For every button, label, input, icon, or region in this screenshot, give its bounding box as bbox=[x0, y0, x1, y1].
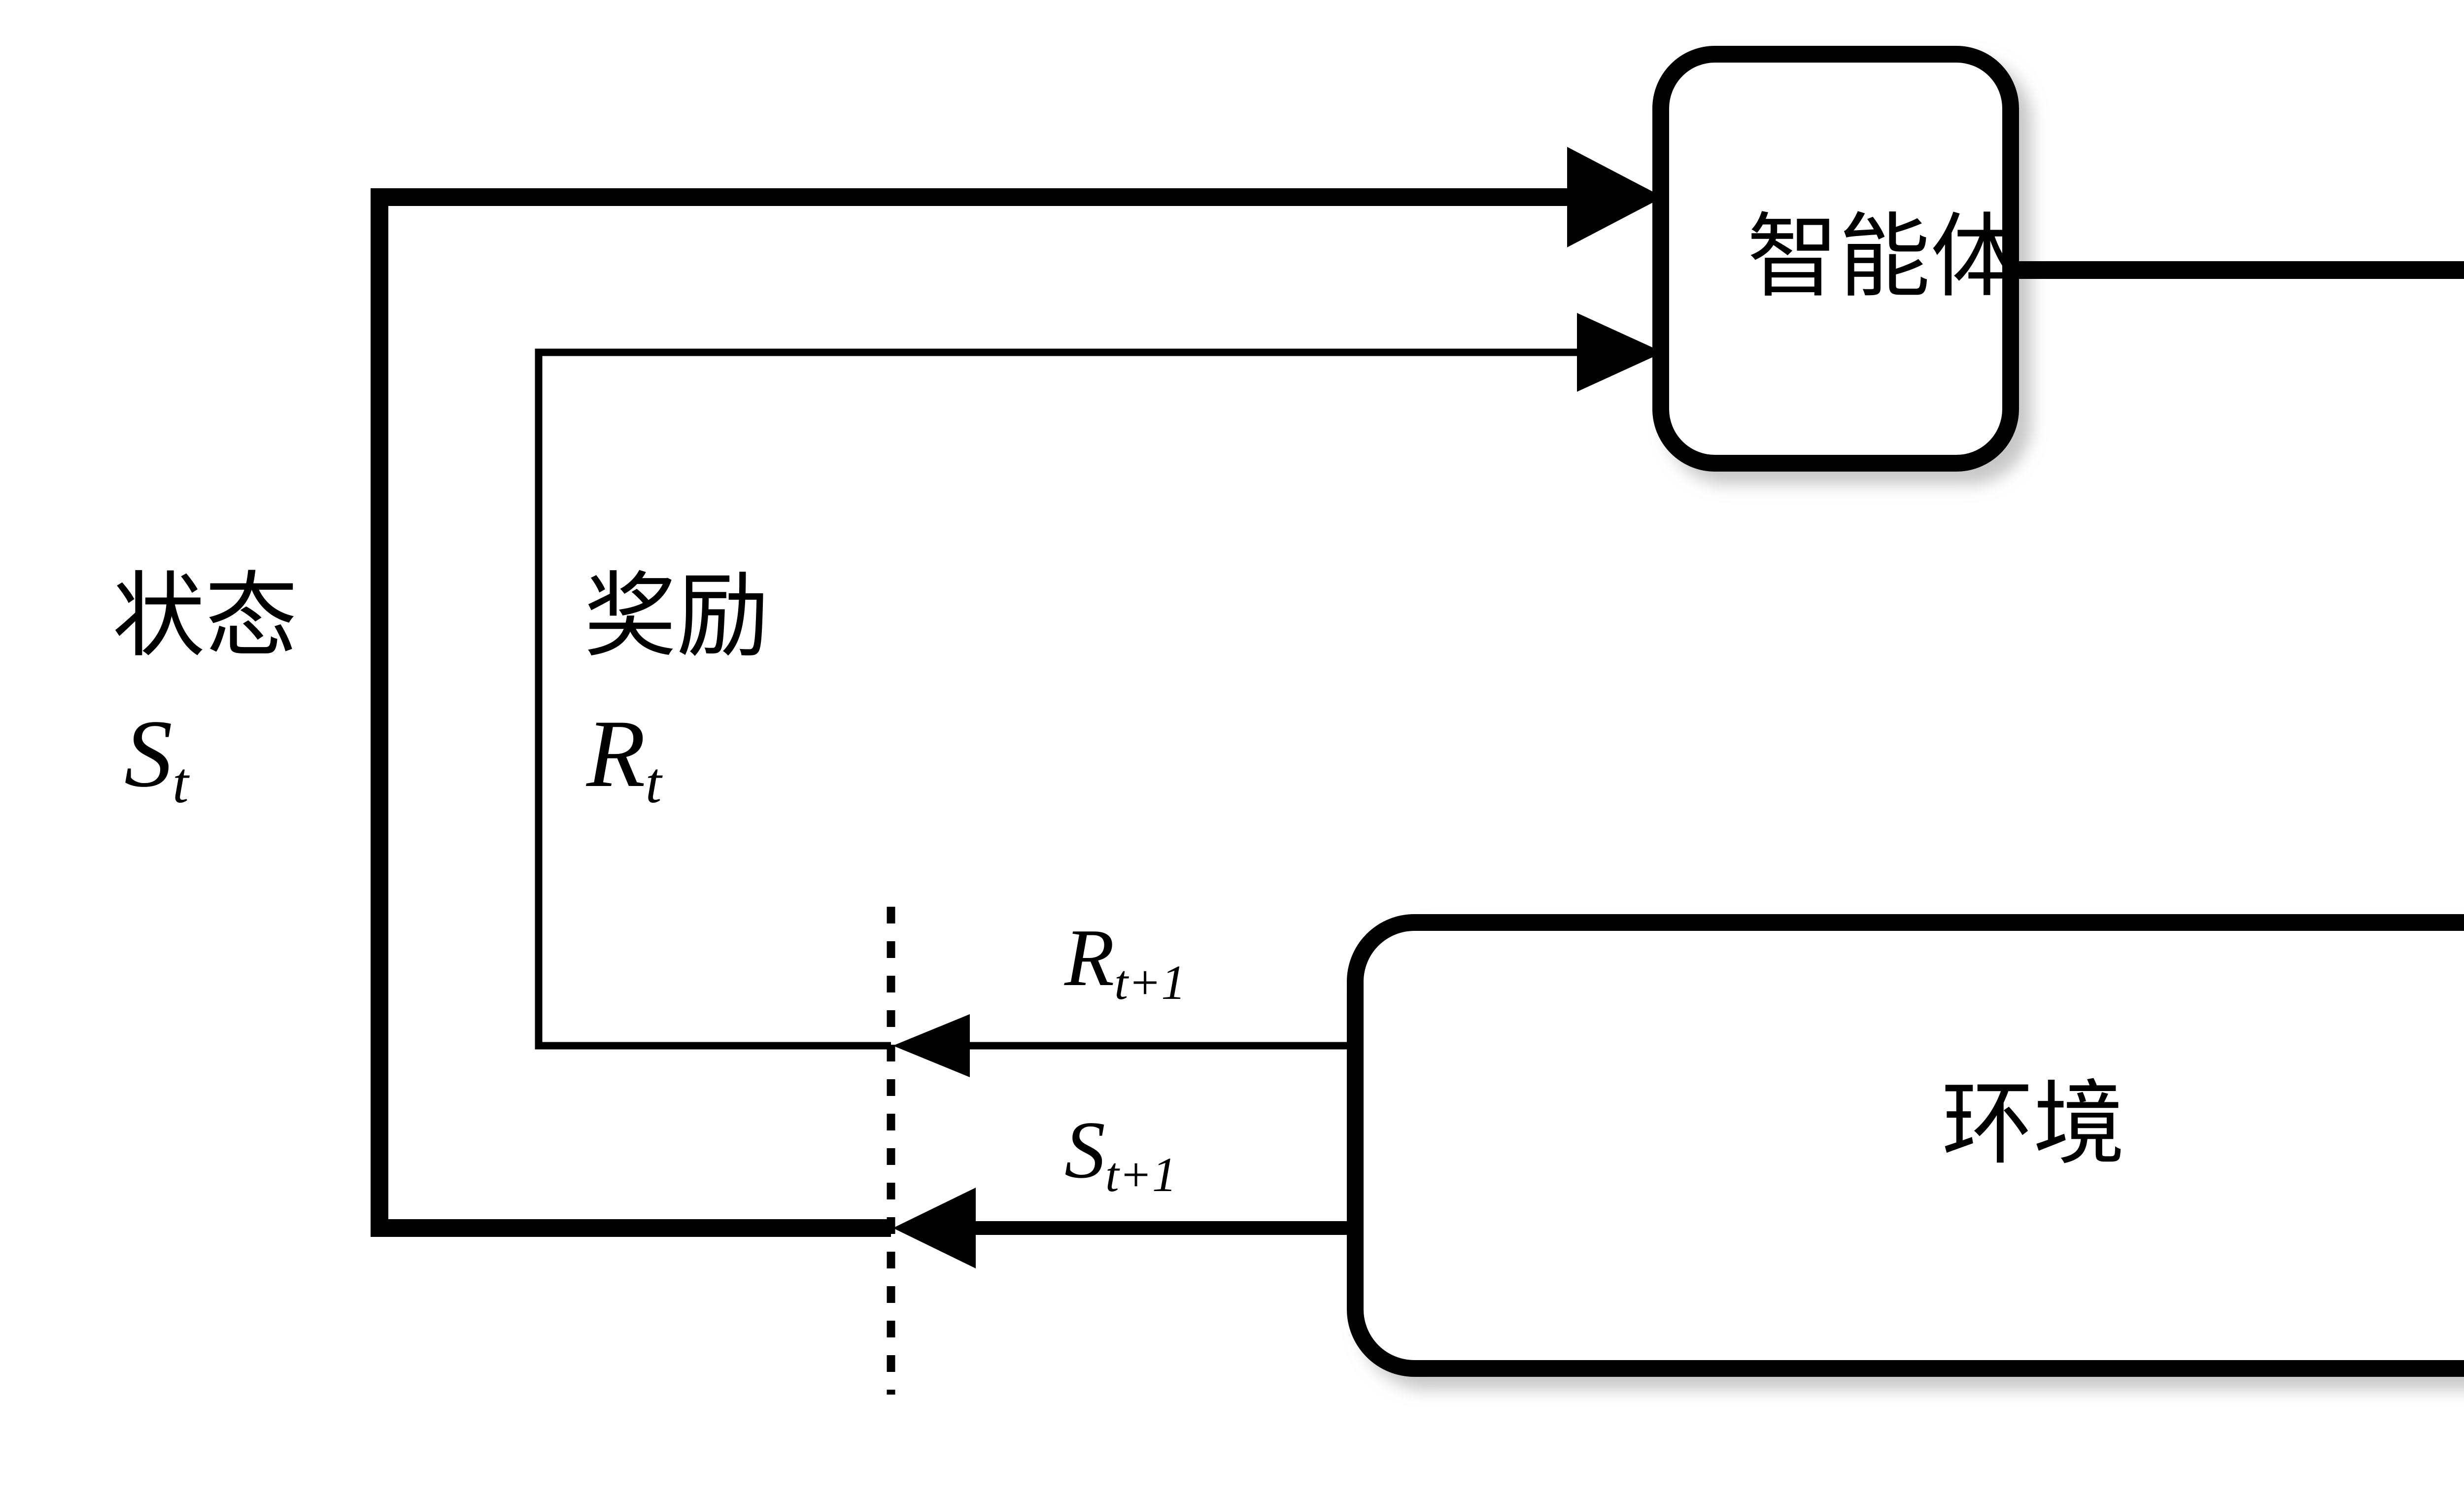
environment-node[interactable] bbox=[1347, 914, 2464, 1377]
state-label-cn: 状态 bbox=[112, 565, 298, 668]
agent-label: 智能体 bbox=[1747, 207, 2022, 308]
next-state-subscript: t+1 bbox=[1105, 1147, 1177, 1202]
next-state-symbol: St+1 bbox=[1064, 1109, 1177, 1199]
environment-box[interactable] bbox=[1347, 914, 2464, 1377]
state-arrowhead bbox=[1567, 147, 1663, 247]
environment-label: 环境 bbox=[1942, 1074, 2125, 1176]
reward-symbol-subscript: t bbox=[645, 751, 662, 815]
state-symbol-base: S bbox=[124, 700, 172, 807]
next-state-arrowhead bbox=[893, 1188, 976, 1268]
reward-label-cn: 奖励 bbox=[584, 565, 769, 668]
edge-next-reward-out bbox=[893, 1014, 1354, 1077]
next-reward-symbol: Rt+1 bbox=[1064, 917, 1186, 1007]
agent-node[interactable] bbox=[1652, 46, 2019, 472]
reward-arrowhead bbox=[1577, 313, 1663, 392]
reward-symbol-base: R bbox=[586, 700, 646, 807]
state-symbol-subscript: t bbox=[172, 751, 189, 815]
reward-symbol: Rt bbox=[586, 706, 661, 813]
edge-reward-to-agent bbox=[535, 313, 1663, 1050]
state-symbol: St bbox=[124, 706, 189, 813]
agent-box[interactable] bbox=[1652, 46, 2019, 472]
next-reward-subscript: t+1 bbox=[1114, 955, 1186, 1010]
next-reward-base: R bbox=[1064, 912, 1115, 1003]
edge-next-state-out bbox=[893, 1188, 1354, 1268]
next-reward-arrowhead bbox=[893, 1014, 970, 1077]
edge-state-to-agent bbox=[371, 147, 1663, 1237]
next-state-base: S bbox=[1064, 1104, 1105, 1195]
